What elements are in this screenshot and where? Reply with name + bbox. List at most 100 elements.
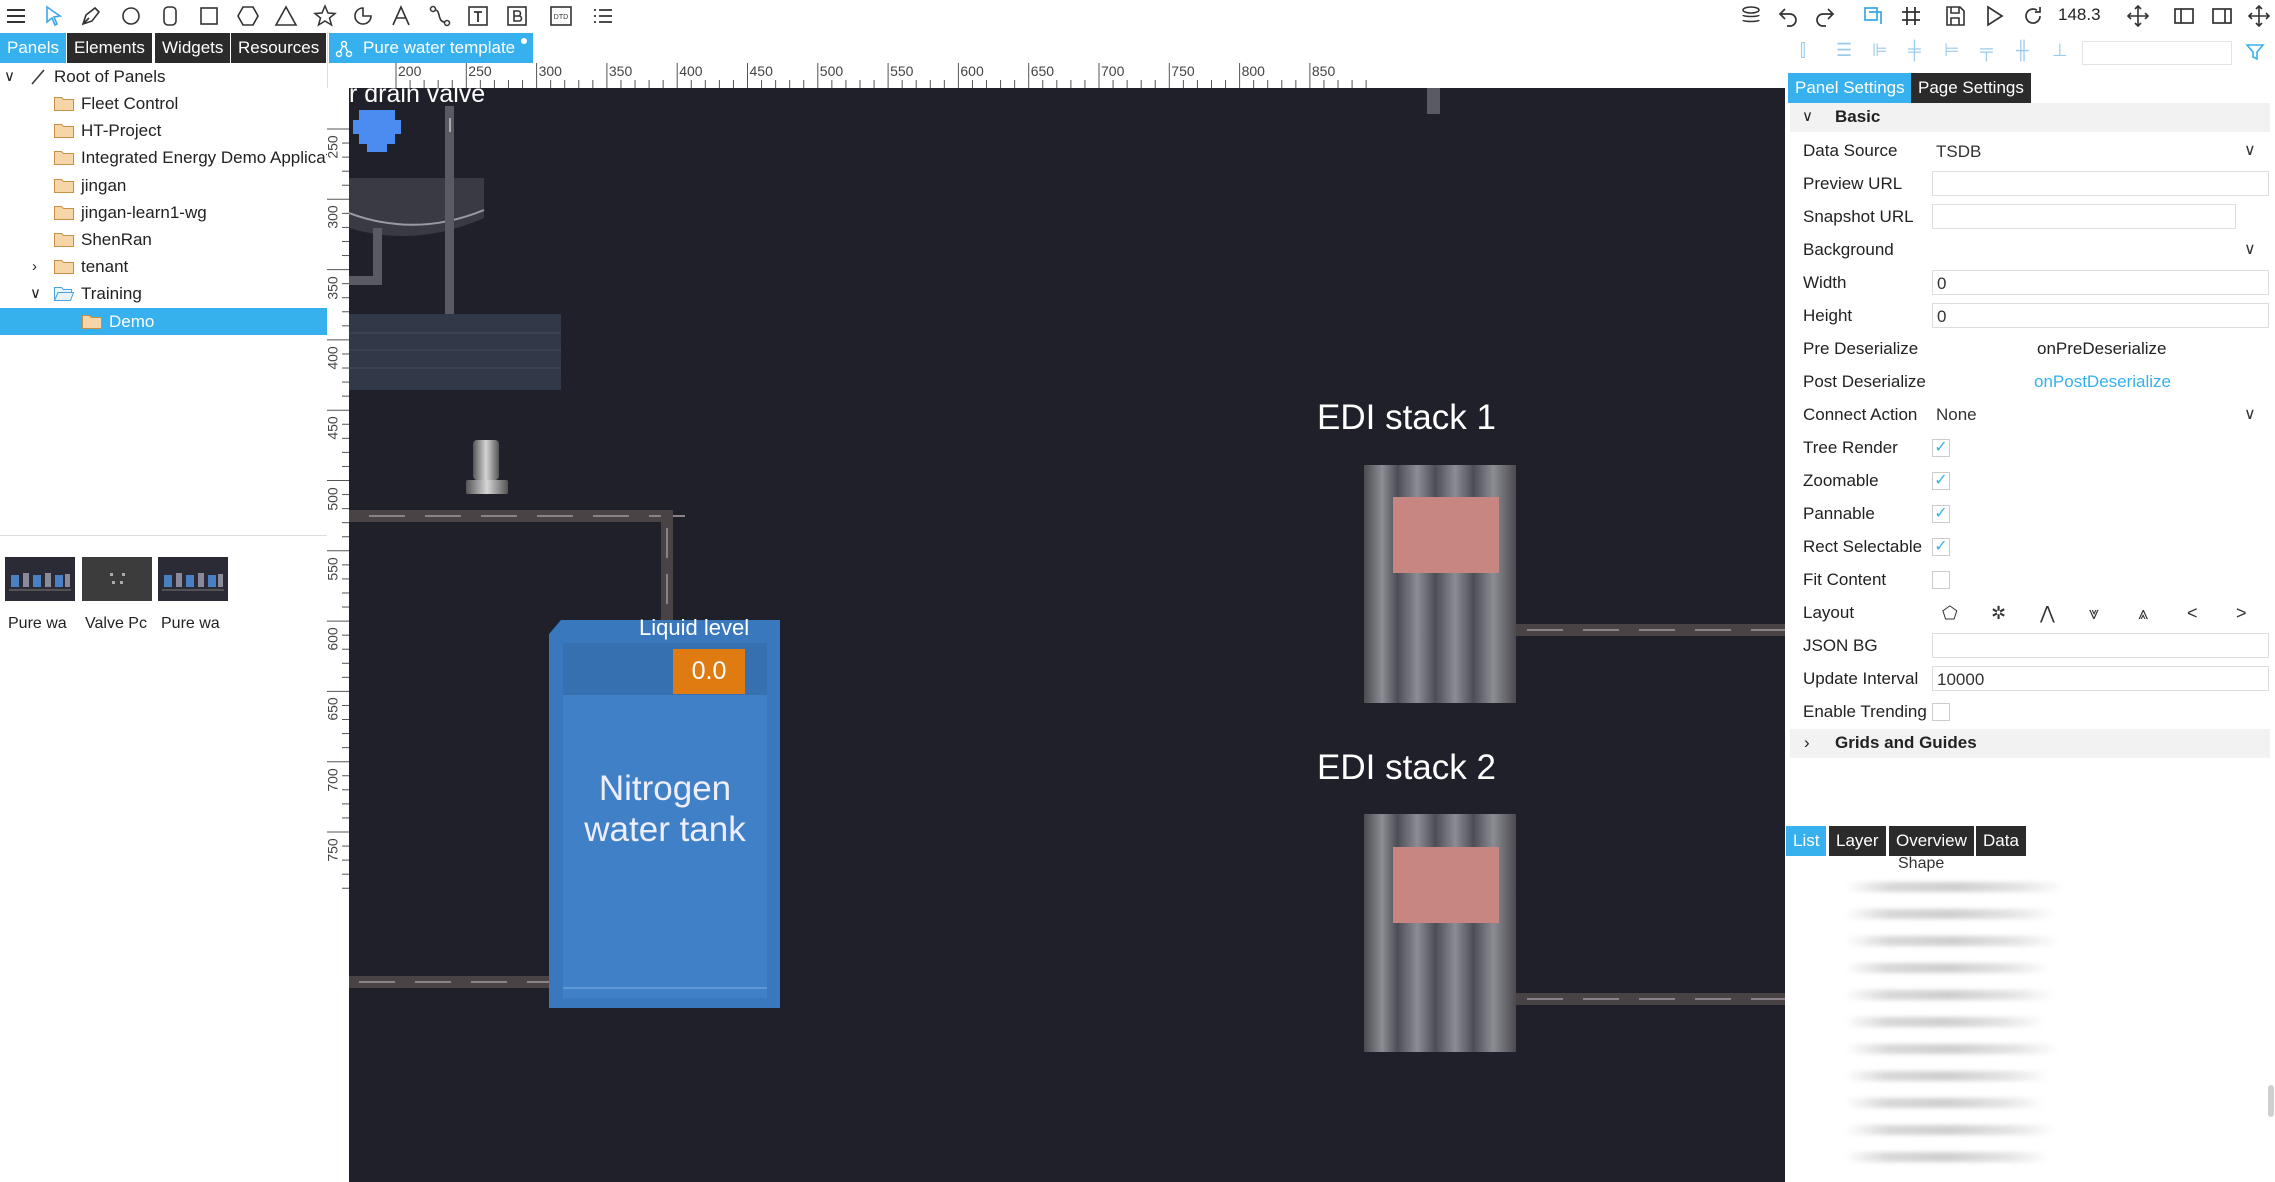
text-icon[interactable] [387, 2, 415, 30]
align-middle-icon[interactable]: ╤ [1980, 40, 1993, 60]
align-bottom-icon[interactable]: ╫ [2016, 40, 2029, 60]
snap-icon[interactable] [1859, 2, 1887, 30]
dtd-icon[interactable]: DTD [547, 2, 575, 30]
tree-item-training[interactable]: ∨ Training [0, 280, 327, 307]
grid-icon[interactable] [1897, 2, 1925, 30]
thumbnail-valve[interactable] [82, 557, 152, 601]
arc-icon[interactable] [349, 2, 377, 30]
prop-label: Snapshot URL [1803, 207, 1914, 226]
distribute-v-icon[interactable]: ⊥ [2052, 40, 2068, 60]
undo-icon[interactable] [1774, 2, 1802, 30]
search-field[interactable] [2082, 41, 2232, 65]
zoom-level[interactable]: 148.3 [2058, 5, 2101, 24]
tab-panels[interactable]: Panels [0, 33, 66, 63]
fullscreen-icon[interactable] [2245, 2, 2273, 30]
rect-icon[interactable] [195, 2, 223, 30]
bold-block-icon[interactable] [503, 2, 531, 30]
connect-action-select[interactable]: None [1932, 402, 2269, 427]
height-input[interactable]: 0 [1932, 303, 2269, 328]
tree-item-jingan-learn1[interactable]: jingan-learn1-wg [0, 199, 327, 226]
liquid-level-value[interactable]: 0.0 [673, 649, 745, 694]
zoomable-checkbox[interactable]: ✓ [1932, 472, 1950, 490]
doc-tab-pure-water[interactable]: Pure water template [329, 33, 533, 63]
post-deserialize-link[interactable]: onPostDeserialize [2034, 372, 2172, 391]
layout-symmetric-icon[interactable]: ✲ [1991, 603, 2007, 623]
layout-hierarchical-icon[interactable]: ⋀ [2040, 603, 2055, 623]
grids-section-header[interactable]: › Grids and Guides [1790, 729, 2270, 758]
list-icon[interactable] [589, 2, 617, 30]
update-interval-input[interactable]: 10000 [1932, 666, 2269, 691]
chevron-down-icon[interactable]: ∨ [2244, 406, 2256, 423]
triangle-icon[interactable] [272, 2, 300, 30]
snapshot-url-input[interactable] [1932, 204, 2236, 229]
connector-icon[interactable] [426, 2, 454, 30]
tab-page-settings[interactable]: Page Settings [1911, 73, 2031, 103]
width-input[interactable]: 0 [1932, 270, 2269, 295]
tree-item-integrated-energy[interactable]: Integrated Energy Demo Applicati [0, 144, 327, 171]
pre-deserialize-value[interactable]: onPreDeserialize [2037, 339, 2167, 358]
basic-section-header[interactable]: ∨ Basic [1790, 103, 2270, 132]
drawing-canvas[interactable]: r drain valve Liquid level 0.0 Nitrogen … [349, 88, 1785, 1182]
layout-left-icon[interactable]: < [2187, 603, 2198, 623]
layers-stack-icon[interactable] [1737, 2, 1765, 30]
tab-data[interactable]: Data [1976, 826, 2026, 856]
tab-panel-settings[interactable]: Panel Settings [1788, 73, 1912, 103]
filter-icon[interactable] [2245, 42, 2265, 62]
background-select[interactable] [1932, 237, 2269, 262]
tab-widgets[interactable]: Widgets [155, 33, 231, 63]
layout-down-icon[interactable]: ⩔ [2089, 603, 2100, 623]
layout-right-icon[interactable]: > [2236, 603, 2247, 623]
right-panel-toggle-icon[interactable] [2208, 2, 2236, 30]
save-icon[interactable] [1941, 2, 1969, 30]
preview-url-input[interactable] [1932, 171, 2269, 196]
enable-trending-checkbox[interactable] [1932, 703, 1950, 721]
play-icon[interactable] [1980, 2, 2008, 30]
tab-layer[interactable]: Layer [1829, 826, 1886, 856]
ruler-label: 500 [327, 486, 341, 511]
tab-overview[interactable]: Overview [1889, 826, 1974, 856]
thumbnail-pure-water-1[interactable] [5, 557, 75, 601]
tree-item-jingan[interactable]: jingan [0, 172, 327, 199]
tab-list[interactable]: List [1786, 826, 1827, 856]
fit-center-icon[interactable] [2124, 2, 2152, 30]
chevron-right-icon[interactable]: › [32, 258, 37, 275]
tree-render-checkbox[interactable]: ✓ [1932, 439, 1950, 457]
refresh-icon[interactable] [2019, 2, 2047, 30]
pannable-checkbox[interactable]: ✓ [1932, 505, 1950, 523]
align-right-icon[interactable]: ⊫ [1872, 40, 1888, 60]
select-arrow-icon[interactable] [40, 2, 68, 30]
tree-item-tenant[interactable]: › tenant [0, 253, 327, 280]
circle-icon[interactable] [117, 2, 145, 30]
align-left-icon[interactable]: ⫿ [1800, 40, 1806, 60]
chevron-down-icon[interactable]: ∨ [4, 68, 15, 85]
rect-selectable-checkbox[interactable]: ✓ [1932, 538, 1950, 556]
redo-icon[interactable] [1811, 2, 1839, 30]
tab-elements[interactable]: Elements [67, 33, 152, 63]
layout-circular-icon[interactable]: ⬠ [1942, 603, 1958, 623]
thumbnail-pure-water-2[interactable] [158, 557, 228, 601]
pen-icon[interactable] [77, 2, 105, 30]
textbox-icon[interactable] [464, 2, 492, 30]
tree-item-demo[interactable]: Demo [0, 308, 327, 335]
data-source-select[interactable]: TSDB [1932, 139, 2269, 164]
hexagon-icon[interactable] [234, 2, 262, 30]
left-panel-toggle-icon[interactable] [2170, 2, 2198, 30]
chevron-down-icon[interactable]: ∨ [2244, 142, 2256, 159]
layout-up-icon[interactable]: ⩓ [2138, 603, 2149, 623]
chevron-down-icon[interactable]: ∨ [2244, 241, 2256, 258]
tree-root[interactable]: ∨ Root of Panels [0, 63, 327, 90]
list-scrollbar[interactable] [2268, 1085, 2274, 1117]
align-center-icon[interactable]: ☰ [1836, 40, 1853, 60]
tab-resources[interactable]: Resources [231, 33, 327, 63]
chevron-down-icon[interactable]: ∨ [30, 285, 41, 302]
tree-item-ht-project[interactable]: HT-Project [0, 117, 327, 144]
distribute-h-icon[interactable]: ╪ [1908, 40, 1921, 60]
align-top-icon[interactable]: ⊨ [1944, 40, 1960, 60]
star-icon[interactable] [311, 2, 339, 30]
fit-content-checkbox[interactable] [1932, 571, 1950, 589]
menu-icon[interactable] [2, 2, 30, 30]
json-bg-input[interactable] [1932, 633, 2269, 658]
tree-item-fleet-control[interactable]: Fleet Control [0, 90, 327, 117]
rounded-rect-icon[interactable] [156, 2, 184, 30]
tree-item-shenran[interactable]: ShenRan [0, 226, 327, 253]
